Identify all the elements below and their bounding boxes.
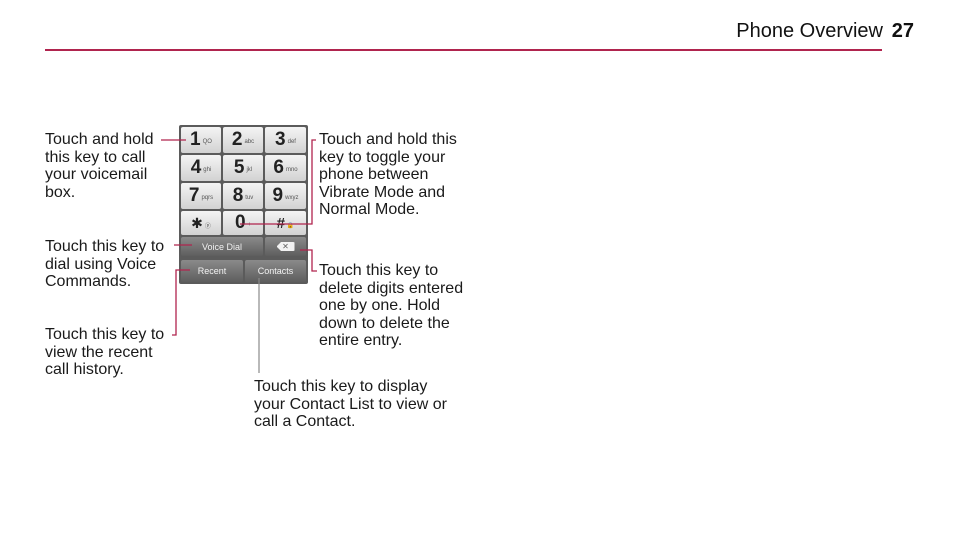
voice-dial-button[interactable]: Voice Dial bbox=[181, 237, 263, 256]
callout-recent: Touch this key to view the recent call h… bbox=[45, 326, 165, 378]
key-star[interactable]: ✱ⓟ bbox=[181, 211, 221, 235]
section-title: Phone Overview bbox=[736, 20, 883, 42]
leader-vibrate bbox=[240, 139, 316, 225]
delete-button[interactable]: ✕ bbox=[265, 237, 306, 256]
key-0[interactable]: 0+ bbox=[223, 211, 263, 235]
leader-recent bbox=[172, 269, 190, 336]
contacts-button[interactable]: Contacts bbox=[245, 260, 306, 282]
callout-voicemail: Touch and hold this key to call your voi… bbox=[45, 131, 154, 201]
callout-vibrate-mode: Touch and hold this key to toggle your p… bbox=[319, 131, 457, 218]
lock-icon: 🔒 bbox=[286, 222, 295, 229]
callout-voice-dial: Touch this key to dial using Voice Comma… bbox=[45, 238, 165, 290]
voicemail-icon: QO bbox=[202, 139, 212, 145]
callout-contacts: Touch this key to display your Contact L… bbox=[254, 378, 447, 430]
recent-button[interactable]: Recent bbox=[181, 260, 243, 282]
key-pound[interactable]: #🔒 bbox=[265, 211, 306, 235]
backspace-icon: ✕ bbox=[276, 242, 295, 251]
callout-delete: Touch this key to delete digits entered … bbox=[319, 262, 464, 349]
pause-icon: ⓟ bbox=[204, 223, 211, 230]
leader-delete bbox=[300, 249, 317, 272]
header-rule bbox=[45, 49, 882, 51]
page-number: 27 bbox=[891, 20, 914, 42]
